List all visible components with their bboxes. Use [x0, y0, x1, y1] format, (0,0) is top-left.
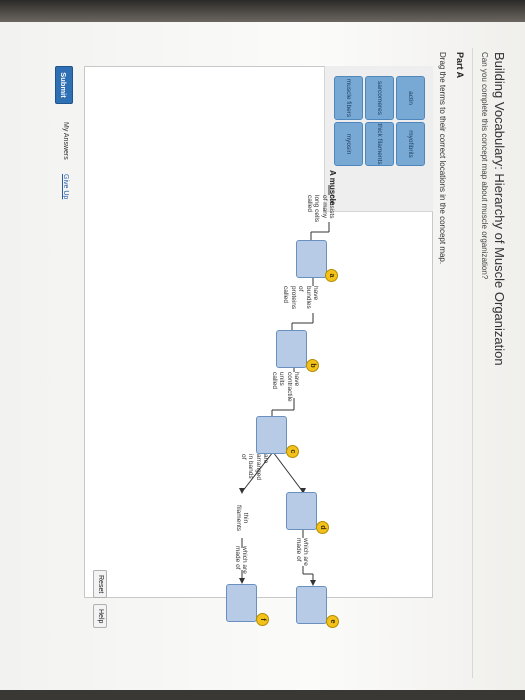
- reset-button[interactable]: Reset: [93, 570, 107, 599]
- drop-zone-b[interactable]: [276, 330, 307, 368]
- link-arranged: are arranged in bands of: [239, 454, 269, 481]
- drop-zone-a[interactable]: [296, 240, 327, 278]
- badge-a: a: [325, 269, 338, 282]
- submit-button[interactable]: Submit: [55, 66, 73, 104]
- my-answers-link[interactable]: My Answers: [62, 122, 69, 160]
- link-have-contractile: have contractile units called: [270, 372, 300, 402]
- monitor-bezel-edge: [0, 0, 525, 22]
- help-button[interactable]: Help: [93, 604, 107, 629]
- link-have-bundles: have bundles of proteins called: [282, 286, 319, 310]
- link-which-are-e: which are made of: [294, 538, 309, 566]
- badge-e: e: [326, 615, 339, 628]
- link-consists-of: consists of many long cells called: [305, 195, 335, 223]
- drop-zone-f[interactable]: [226, 584, 257, 622]
- monitor-bezel-bottom: [0, 690, 525, 700]
- link-which-are-f: which are made of: [233, 546, 248, 574]
- badge-d: d: [316, 521, 329, 534]
- drop-zone-c[interactable]: [256, 416, 287, 454]
- badge-b: b: [306, 359, 319, 372]
- badge-f: f: [256, 613, 269, 626]
- drop-zone-d[interactable]: [286, 492, 317, 530]
- give-up-link[interactable]: Give Up: [62, 174, 69, 200]
- drop-zone-e[interactable]: [296, 586, 327, 624]
- concept-thin-filaments: thin filaments: [234, 504, 249, 531]
- badge-c: c: [286, 445, 299, 458]
